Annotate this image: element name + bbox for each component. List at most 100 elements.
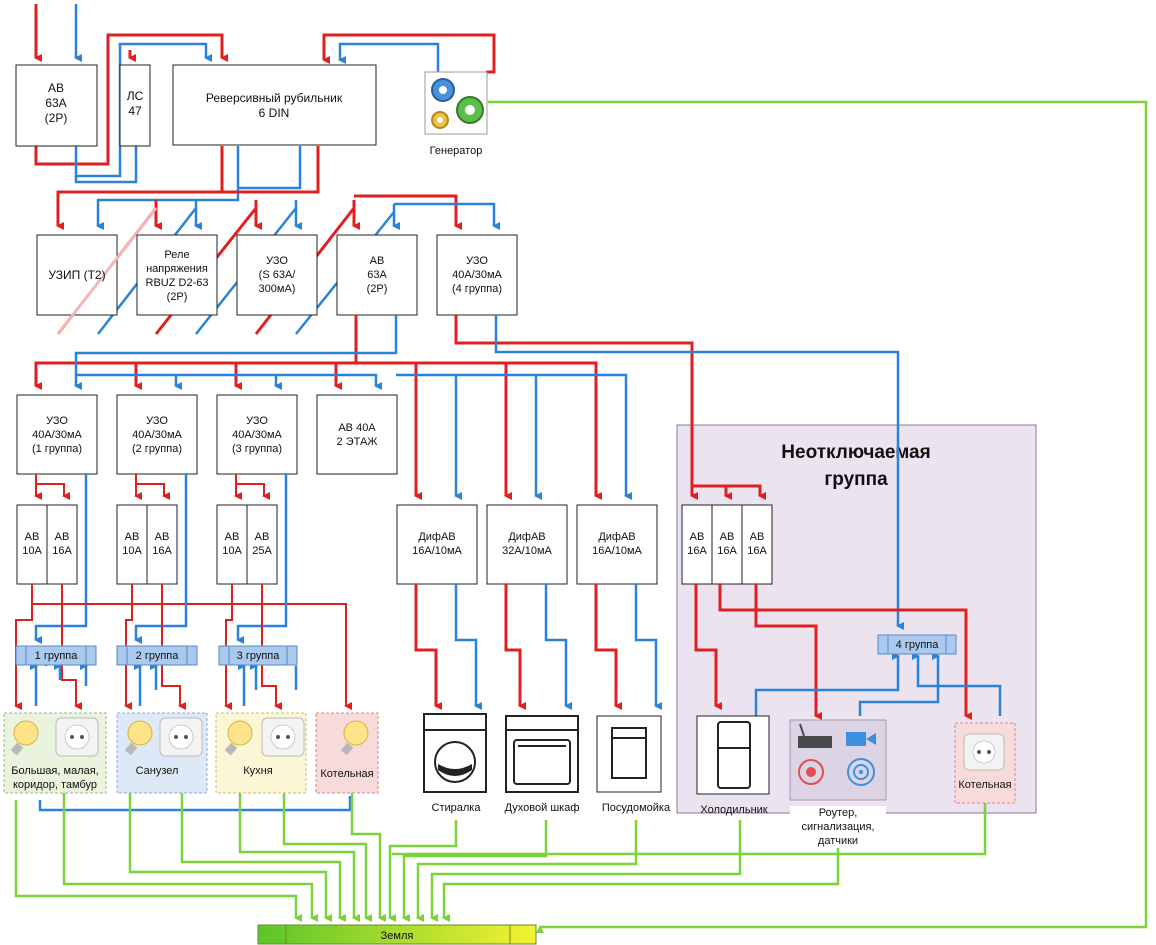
consumer-bathroom: Санузел: [116, 712, 208, 794]
svg-text:ДифАВ: ДифАВ: [418, 531, 455, 543]
lamp-icon: [340, 720, 369, 756]
svg-text:ДифАВ: ДифАВ: [598, 531, 635, 543]
washer-label: Стиралка: [432, 802, 482, 814]
washer-icon: [423, 713, 487, 793]
consumer-boiler2: Котельная: [954, 722, 1016, 804]
svg-text:АВ: АВ: [255, 531, 270, 543]
svg-text:коридор, тамбур: коридор, тамбур: [13, 779, 97, 791]
uninterruptible-group-title: Неотключаемая: [781, 442, 930, 463]
oven-label: Духовой шкаф: [505, 802, 580, 814]
router-label-3: датчики: [818, 835, 858, 847]
svg-text:АВ: АВ: [25, 531, 40, 543]
router-label: Роутер,: [819, 807, 858, 819]
svg-text:16А: 16А: [687, 545, 707, 557]
svg-text:47: 47: [128, 104, 142, 118]
voltage-relay-box: Реле напряжения RBUZ D2-63 (2Р): [136, 234, 218, 316]
svg-text:(4 группа): (4 группа): [452, 283, 502, 295]
fire-sensor-icon: [798, 759, 824, 785]
svg-text:АВ: АВ: [750, 531, 765, 543]
svg-text:2 ЭТАЖ: 2 ЭТАЖ: [337, 436, 378, 448]
svg-text:Кухня: Кухня: [243, 765, 272, 777]
svg-text:(2Р): (2Р): [167, 291, 188, 303]
dishwasher-icon: [596, 715, 662, 793]
uzo-group2-box: УЗО 40А/30мА (2 группа): [116, 394, 198, 475]
fridge-icon: [696, 715, 770, 795]
router-group: [789, 719, 887, 801]
generator-icon: [424, 71, 488, 135]
consumer-kitchen: Кухня: [215, 712, 307, 794]
svg-text:40А/30мА: 40А/30мА: [32, 429, 82, 441]
svg-text:63А: 63А: [45, 96, 66, 110]
svg-text:УЗО: УЗО: [466, 255, 488, 267]
ground-bar: Земля: [257, 924, 537, 945]
bus-group4: 4 группа: [877, 634, 957, 655]
camera-icon: [846, 732, 876, 746]
ls47-box: ЛС 47: [119, 64, 151, 147]
svg-text:УЗО: УЗО: [46, 415, 68, 427]
bus-group1: 1 группа: [15, 645, 97, 666]
breakers-group2: АВ 10А АВ 16А: [116, 504, 178, 585]
svg-text:300мА): 300мА): [259, 283, 296, 295]
svg-text:(2 группа): (2 группа): [132, 443, 182, 455]
svg-text:ЛС: ЛС: [127, 89, 144, 103]
uzo-group3-box: УЗО 40А/30мА (3 группа): [216, 394, 298, 475]
svg-text:АВ: АВ: [225, 531, 240, 543]
svg-text:(3 группа): (3 группа): [232, 443, 282, 455]
difav3-box: ДифАВ 16А/10мА: [576, 504, 658, 585]
lamp-icon: [124, 720, 153, 756]
svg-text:63А: 63А: [367, 269, 387, 281]
distribution-wires: [34, 315, 904, 630]
svg-text:АВ 40А: АВ 40А: [338, 422, 376, 434]
svg-text:32А/10мА: 32А/10мА: [502, 545, 552, 557]
socket-icon: [159, 717, 203, 757]
svg-text:Котельная: Котельная: [958, 779, 1011, 791]
svg-text:АВ: АВ: [48, 81, 64, 95]
fridge-label: Холодильник: [700, 804, 767, 816]
lamp-icon: [10, 720, 39, 756]
breakers-group3: АВ 10А АВ 25А: [216, 504, 278, 585]
svg-text:16А/10мА: 16А/10мА: [412, 545, 462, 557]
svg-text:10А: 10А: [22, 545, 42, 557]
uninterruptible-group-title-2: группа: [824, 469, 888, 490]
svg-text:напряжения: напряжения: [146, 263, 208, 275]
av40-floor2-box: АВ 40А 2 ЭТАЖ: [316, 394, 398, 475]
lamp-icon: [224, 720, 253, 756]
svg-text:(2Р): (2Р): [367, 283, 388, 295]
svg-text:16А: 16А: [152, 545, 172, 557]
ground-wires: [14, 793, 987, 922]
difav1-box: ДифАВ 16А/10мА: [396, 504, 478, 585]
av63-mid-box: АВ 63А (2Р): [336, 234, 418, 316]
consumer-rooms1: Большая, малая, коридор, тамбур: [3, 712, 107, 794]
breaker-feed-wires: [34, 474, 270, 500]
svg-text:16А: 16А: [747, 545, 767, 557]
svg-text:ДифАВ: ДифАВ: [508, 531, 545, 543]
svg-text:Санузел: Санузел: [136, 765, 179, 777]
difav2-box: ДифАВ 32А/10мА: [486, 504, 568, 585]
uzo-group4-box: УЗО 40А/30мА (4 группа): [436, 234, 518, 316]
breakers-group4: АВ 16А АВ 16А АВ 16А: [681, 504, 773, 585]
svg-text:40А/30мА: 40А/30мА: [132, 429, 182, 441]
uzo-group1-box: УЗО 40А/30мА (1 группа): [16, 394, 98, 475]
svg-text:(S 63А/: (S 63А/: [259, 269, 297, 281]
svg-text:10А: 10А: [222, 545, 242, 557]
svg-text:АВ: АВ: [55, 531, 70, 543]
svg-text:УЗО: УЗО: [266, 255, 288, 267]
svg-text:АВ: АВ: [370, 255, 385, 267]
socket-icon: [963, 733, 1005, 771]
uzip-box: УЗИП (Т2): [36, 207, 158, 335]
av63-top: АВ 63А (2Р): [15, 64, 98, 147]
svg-text:16А/10мА: 16А/10мА: [592, 545, 642, 557]
svg-text:Большая, малая,: Большая, малая,: [11, 765, 98, 777]
bus-group3: 3 группа: [218, 645, 298, 666]
consumer-boiler: Котельная: [315, 712, 379, 794]
svg-text:2 группа: 2 группа: [136, 650, 180, 662]
svg-text:40А/30мА: 40А/30мА: [232, 429, 282, 441]
breakers-group1: АВ 10А АВ 16А: [16, 504, 78, 585]
oven-icon: [505, 715, 579, 793]
svg-text:(2Р): (2Р): [45, 111, 68, 125]
svg-text:АВ: АВ: [155, 531, 170, 543]
router-icon: [798, 723, 832, 748]
svg-text:3 группа: 3 группа: [237, 650, 281, 662]
socket-icon: [55, 717, 99, 757]
svg-text:16А: 16А: [717, 545, 737, 557]
